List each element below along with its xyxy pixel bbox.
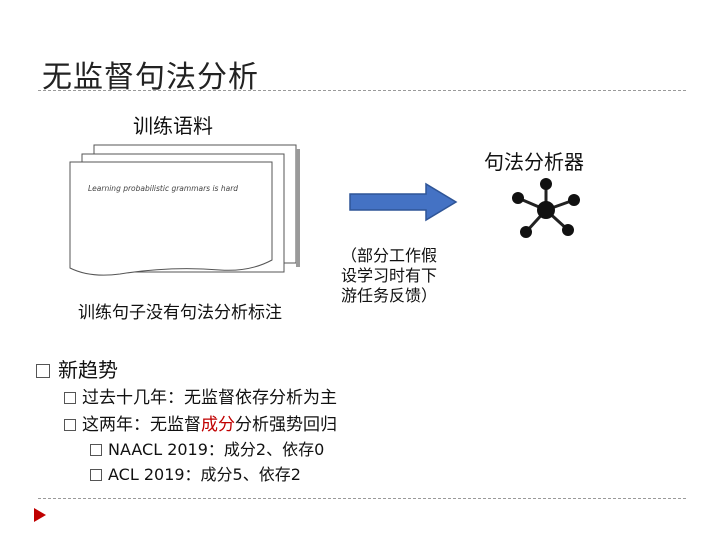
bullet-sub-2: ACL 2019：成分5、依存2	[90, 461, 301, 485]
bullet-item-1: 过去十几年：无监督依存分析为主	[64, 383, 337, 408]
arrow-icon	[349, 182, 458, 222]
bullet-item-2: 这两年：无监督成分分析强势回归	[64, 410, 337, 435]
bullet-box-icon	[90, 469, 102, 481]
network-hub-icon	[512, 178, 580, 238]
slide-title: 无监督句法分析	[42, 60, 259, 95]
document-stack: Learning probabilistic grammars is hard …	[69, 144, 300, 276]
play-arrow-icon[interactable]	[33, 507, 47, 523]
trend-item-2-post: 分析强势回归	[235, 415, 337, 435]
trend-item-1: 过去十几年：无监督依存分析为主	[82, 388, 337, 408]
footer-divider	[38, 498, 686, 499]
note-line-1: （部分工作假	[341, 246, 438, 265]
document-front: Learning probabilistic grammars is hard	[69, 161, 273, 276]
corpus-label: 训练语料	[133, 114, 213, 138]
bullet-box-icon	[90, 444, 102, 456]
parser-label: 句法分析器	[484, 150, 584, 174]
trend-heading: 新趋势	[58, 358, 118, 382]
bullet-box-icon	[64, 392, 76, 404]
doc-shadow	[296, 149, 300, 267]
trend-item-2-highlight: 成分	[201, 415, 235, 435]
title-divider	[38, 90, 686, 91]
bullet-trend: 新趋势	[36, 354, 118, 383]
trend-sub-2: ACL 2019：成分5、依存2	[108, 465, 301, 484]
doc-front-line: Learning probabilistic grammars is hard	[88, 184, 238, 193]
bullet-box-icon	[64, 419, 76, 431]
note-line-3: 游任务反馈）	[341, 286, 438, 305]
trend-sub-1: NAACL 2019：成分2、依存0	[108, 440, 325, 459]
note-line-2: 设学习时有下	[341, 266, 438, 285]
task-feedback-note: （部分工作假 设学习时有下 游任务反馈）	[341, 246, 461, 306]
bullet-sub-1: NAACL 2019：成分2、依存0	[90, 436, 324, 460]
trend-item-2-pre: 这两年：无监督	[82, 415, 201, 435]
bullet-box-icon	[36, 364, 50, 378]
doc-caption: 训练句子没有句法分析标注	[78, 303, 282, 323]
